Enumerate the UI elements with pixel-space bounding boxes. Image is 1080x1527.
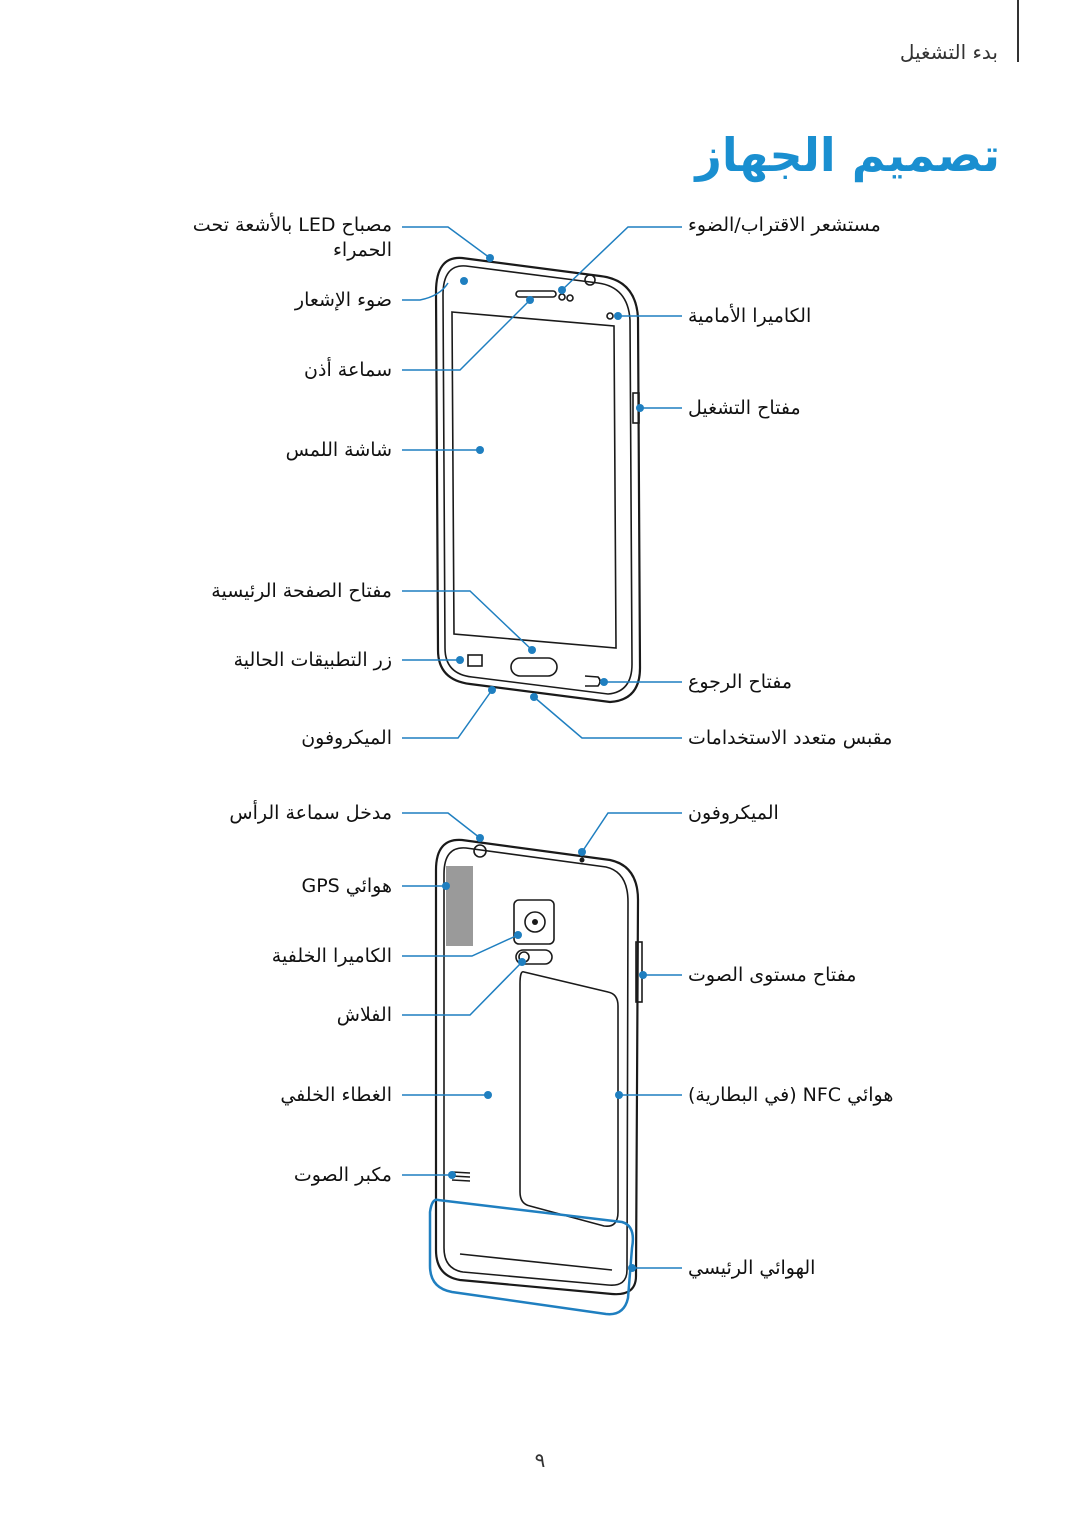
label-home-key: مفتاح الصفحة الرئيسية xyxy=(211,580,392,602)
label-back-cover: الغطاء الخلفي xyxy=(280,1084,392,1106)
label-power-key: مفتاح التشغيل xyxy=(688,397,801,419)
section-header: بدء التشغيل xyxy=(899,40,998,64)
back-callouts xyxy=(402,812,682,1272)
label-gps-antenna: هوائي GPS xyxy=(301,875,392,897)
label-microphone-back: الميكروفون xyxy=(688,802,779,824)
front-callouts xyxy=(402,226,682,739)
label-back-key: مفتاح الرجوع xyxy=(688,671,793,693)
back-phone-illustration xyxy=(428,838,643,1316)
label-multipurpose-jack: مقبس متعدد الاستخدامات xyxy=(688,727,893,749)
label-front-camera: الكاميرا الأمامية xyxy=(688,305,812,327)
label-flash: الفلاش xyxy=(336,1004,392,1026)
label-headset-jack: مدخل سماعة الرأس xyxy=(229,802,392,824)
label-microphone-front: الميكروفون xyxy=(301,727,392,749)
label-notification-light: ضوء الإشعار xyxy=(294,289,392,311)
label-touch-screen: شاشة اللمس xyxy=(285,439,392,461)
label-main-antenna: الهوائي الرئيسي xyxy=(688,1257,816,1279)
header-divider xyxy=(1017,0,1019,62)
label-volume-key: مفتاح مستوى الصوت xyxy=(688,964,857,986)
page-number: ٩ xyxy=(534,1448,546,1472)
label-recent-apps: زر التطبيقات الحالية xyxy=(233,649,392,671)
label-rear-camera: الكاميرا الخلفية xyxy=(271,945,392,967)
label-nfc-antenna: هوائي NFC (في البطارية) xyxy=(688,1084,894,1106)
label-speaker: مكبر الصوت xyxy=(293,1164,392,1186)
front-phone-illustration xyxy=(434,256,642,704)
label-ir-led-cont: الحمراء xyxy=(332,239,392,261)
label-ir-led: مصباح LED بالأشعة تحت xyxy=(192,214,392,236)
label-earpiece: سماعة أذن xyxy=(304,359,392,381)
label-proximity-sensor: مستشعر الاقتراب/الضوء xyxy=(688,214,881,236)
page-title: تصميم الجهاز xyxy=(695,128,1000,182)
